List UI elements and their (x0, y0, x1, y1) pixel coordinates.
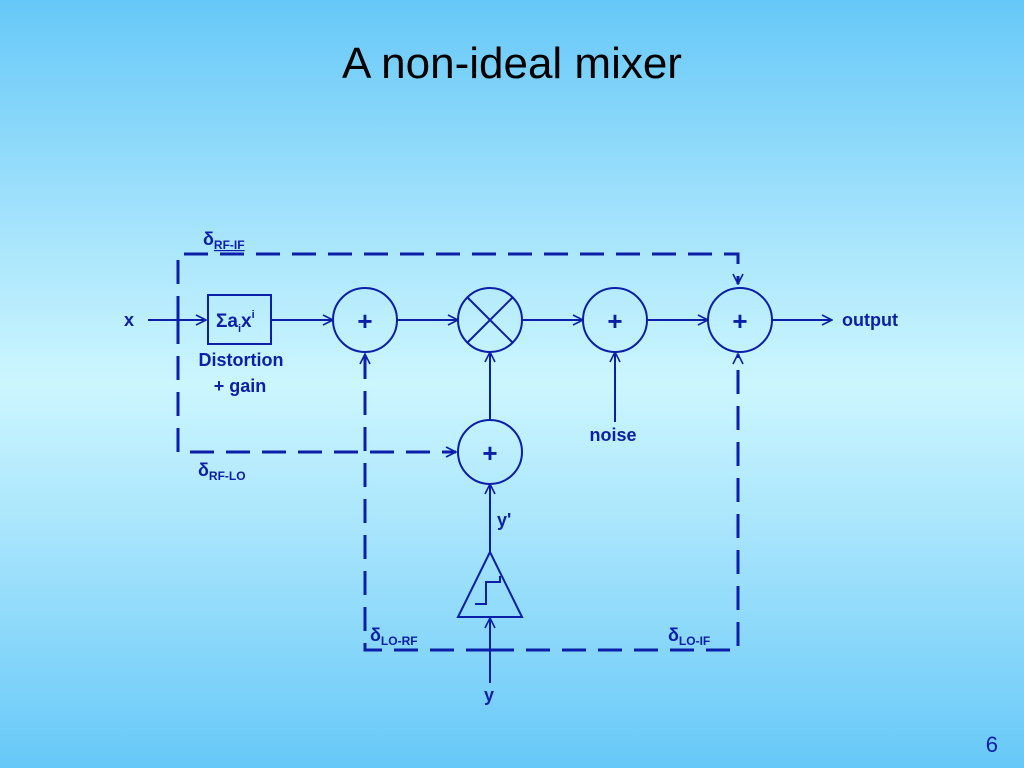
multiplier (457, 287, 523, 353)
delta-lo-rf-symbol: δ (370, 625, 381, 645)
delta-rf-lo-symbol: δ (198, 460, 209, 480)
path-rf-if (176, 252, 738, 320)
output-label: output (842, 310, 898, 330)
y-label: y (484, 685, 494, 705)
path-rf-lo (176, 320, 456, 452)
delta-lo-rf-sub: LO-RF (381, 634, 418, 648)
poly-sigma: Σ (216, 311, 227, 332)
poly-a: a (227, 311, 238, 332)
sum-junction-4-plus: + (732, 306, 747, 336)
y-prime-label: y' (497, 510, 511, 530)
limiter-step-icon (475, 576, 501, 605)
sum-junction-2 (457, 419, 523, 485)
slide-title: A non-ideal mixer (342, 39, 682, 88)
poly-sup: i (252, 309, 255, 321)
delta-lo-rf-label: δLO-RF (370, 625, 418, 648)
delta-rf-if-symbol: δ (203, 229, 214, 249)
delta-rf-if-label: δRF-IF (203, 229, 245, 252)
delta-lo-if-label: δLO-IF (668, 625, 710, 648)
delta-rf-lo-sub: RF-LO (209, 469, 246, 483)
poly-x: x (241, 311, 252, 332)
distortion-label: Distortion (199, 350, 284, 370)
sum-junction-1 (332, 287, 398, 353)
sum-junction-1-plus: + (357, 306, 372, 336)
delta-rf-lo-label: δRF-LO (198, 460, 246, 483)
path-lo-rf (365, 354, 490, 652)
limiter-amplifier-icon (456, 549, 524, 618)
path-lo-if (490, 354, 738, 652)
delta-lo-if-symbol: δ (668, 625, 679, 645)
sum-junction-2-plus: + (482, 438, 497, 468)
polynomial-label: Σaixi (216, 309, 255, 335)
delta-lo-if-sub: LO-IF (679, 634, 710, 648)
distortion-block (207, 294, 272, 345)
delta-rf-if-sub: RF-IF (214, 238, 245, 252)
noise-label: noise (589, 425, 636, 445)
multiplier-cross-b (466, 296, 514, 344)
sum-junction-3-plus: + (607, 306, 622, 336)
sum-junction-4 (707, 287, 773, 353)
poly-sub: i (238, 323, 241, 335)
gain-label: + gain (214, 376, 267, 396)
input-x-label: x (124, 310, 134, 330)
slide-number: 6 (985, 732, 998, 757)
sum-junction-3 (582, 287, 648, 353)
